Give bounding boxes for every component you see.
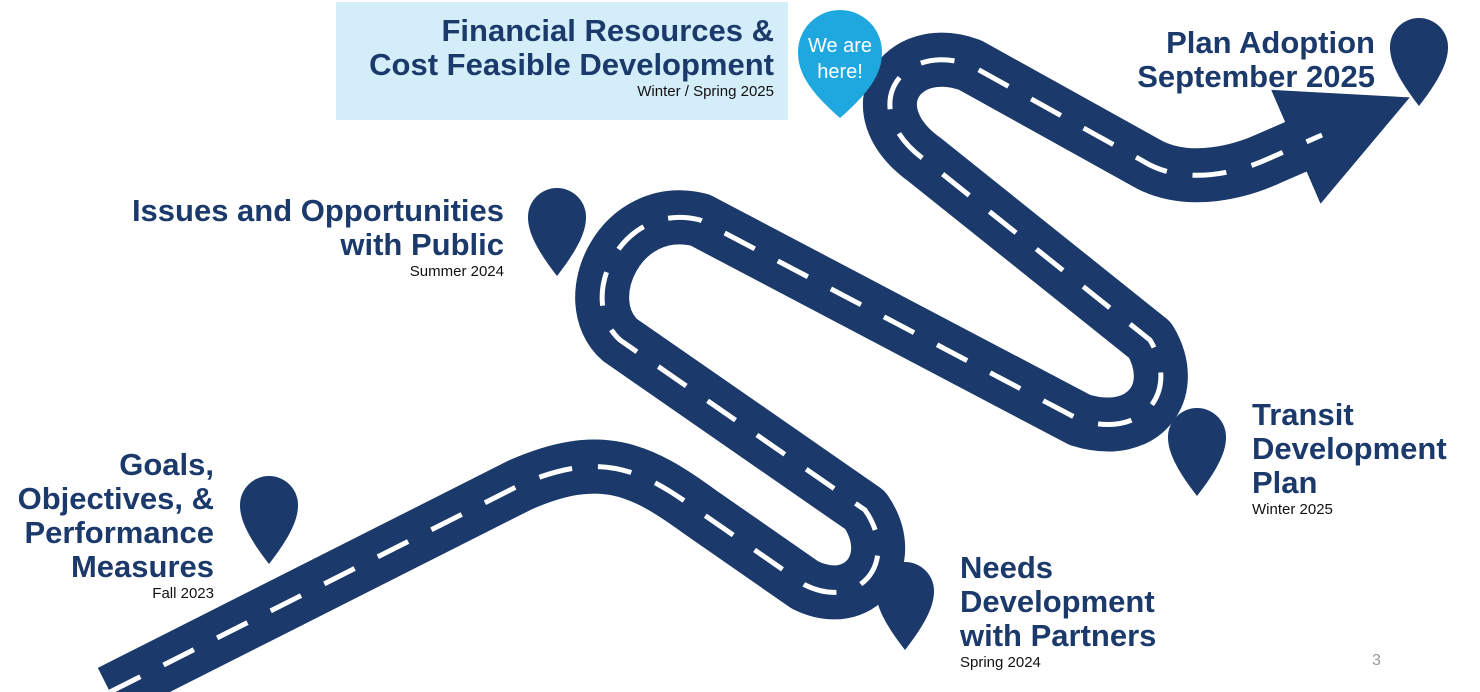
milestone-financial-current: Financial Resources & Cost Feasible Deve… xyxy=(336,2,788,120)
location-pin-icon xyxy=(528,188,586,276)
milestone-title-line: Development xyxy=(1252,431,1447,466)
milestone-date: Winter / Spring 2025 xyxy=(637,83,774,100)
milestone-title-line: Plan Adoption xyxy=(1166,25,1375,60)
milestone-date: Spring 2024 xyxy=(960,654,1041,671)
milestone-title-line: Goals, xyxy=(119,447,214,482)
milestone-title-line: with Public xyxy=(340,227,504,262)
milestone-plan-adoption: Plan Adoption September 2025 xyxy=(1137,26,1375,94)
milestone-title-line: Performance xyxy=(24,515,214,550)
milestone-title-line: Development xyxy=(960,584,1155,619)
milestone-date: Fall 2023 xyxy=(152,585,214,602)
location-pin-icon xyxy=(240,476,298,564)
milestone-date: Summer 2024 xyxy=(409,263,504,280)
milestone-title-line: September 2025 xyxy=(1137,59,1375,94)
milestone-title-line: Transit xyxy=(1252,397,1354,432)
milestone-title-line: Needs xyxy=(960,550,1054,585)
road-center-dashes xyxy=(108,57,1324,692)
location-pin-icon xyxy=(876,562,934,650)
milestone-title-line: with Partners xyxy=(960,618,1157,653)
we-are-here-line2: here! xyxy=(817,61,863,83)
we-are-here-marker: We are here! xyxy=(790,10,890,120)
location-pin-icon xyxy=(1390,18,1448,106)
milestone-goals: Goals, Objectives, & Performance Measure… xyxy=(18,448,214,603)
milestone-needs: Needs Development with Partners Spring 2… xyxy=(960,551,1156,672)
location-pin-icon xyxy=(1168,408,1226,496)
milestone-title-line: Measures xyxy=(70,549,214,584)
milestone-transit-development-plan: Transit Development Plan Winter 2025 xyxy=(1252,398,1447,519)
milestone-date: Winter 2025 xyxy=(1252,501,1333,518)
slide-number: 3 xyxy=(1372,652,1381,669)
milestone-issues: Issues and Opportunities with Public Sum… xyxy=(132,194,504,281)
milestone-title-line: Plan xyxy=(1252,465,1318,500)
milestone-title-line: Objectives, & xyxy=(17,481,214,516)
location-pin-icon xyxy=(798,10,882,118)
milestone-title-line: Issues and Opportunities xyxy=(131,193,504,228)
we-are-here-line1: We are xyxy=(807,35,873,57)
milestone-title-line: Financial Resources & xyxy=(441,13,774,48)
milestone-title-line: Cost Feasible Development xyxy=(369,47,774,82)
